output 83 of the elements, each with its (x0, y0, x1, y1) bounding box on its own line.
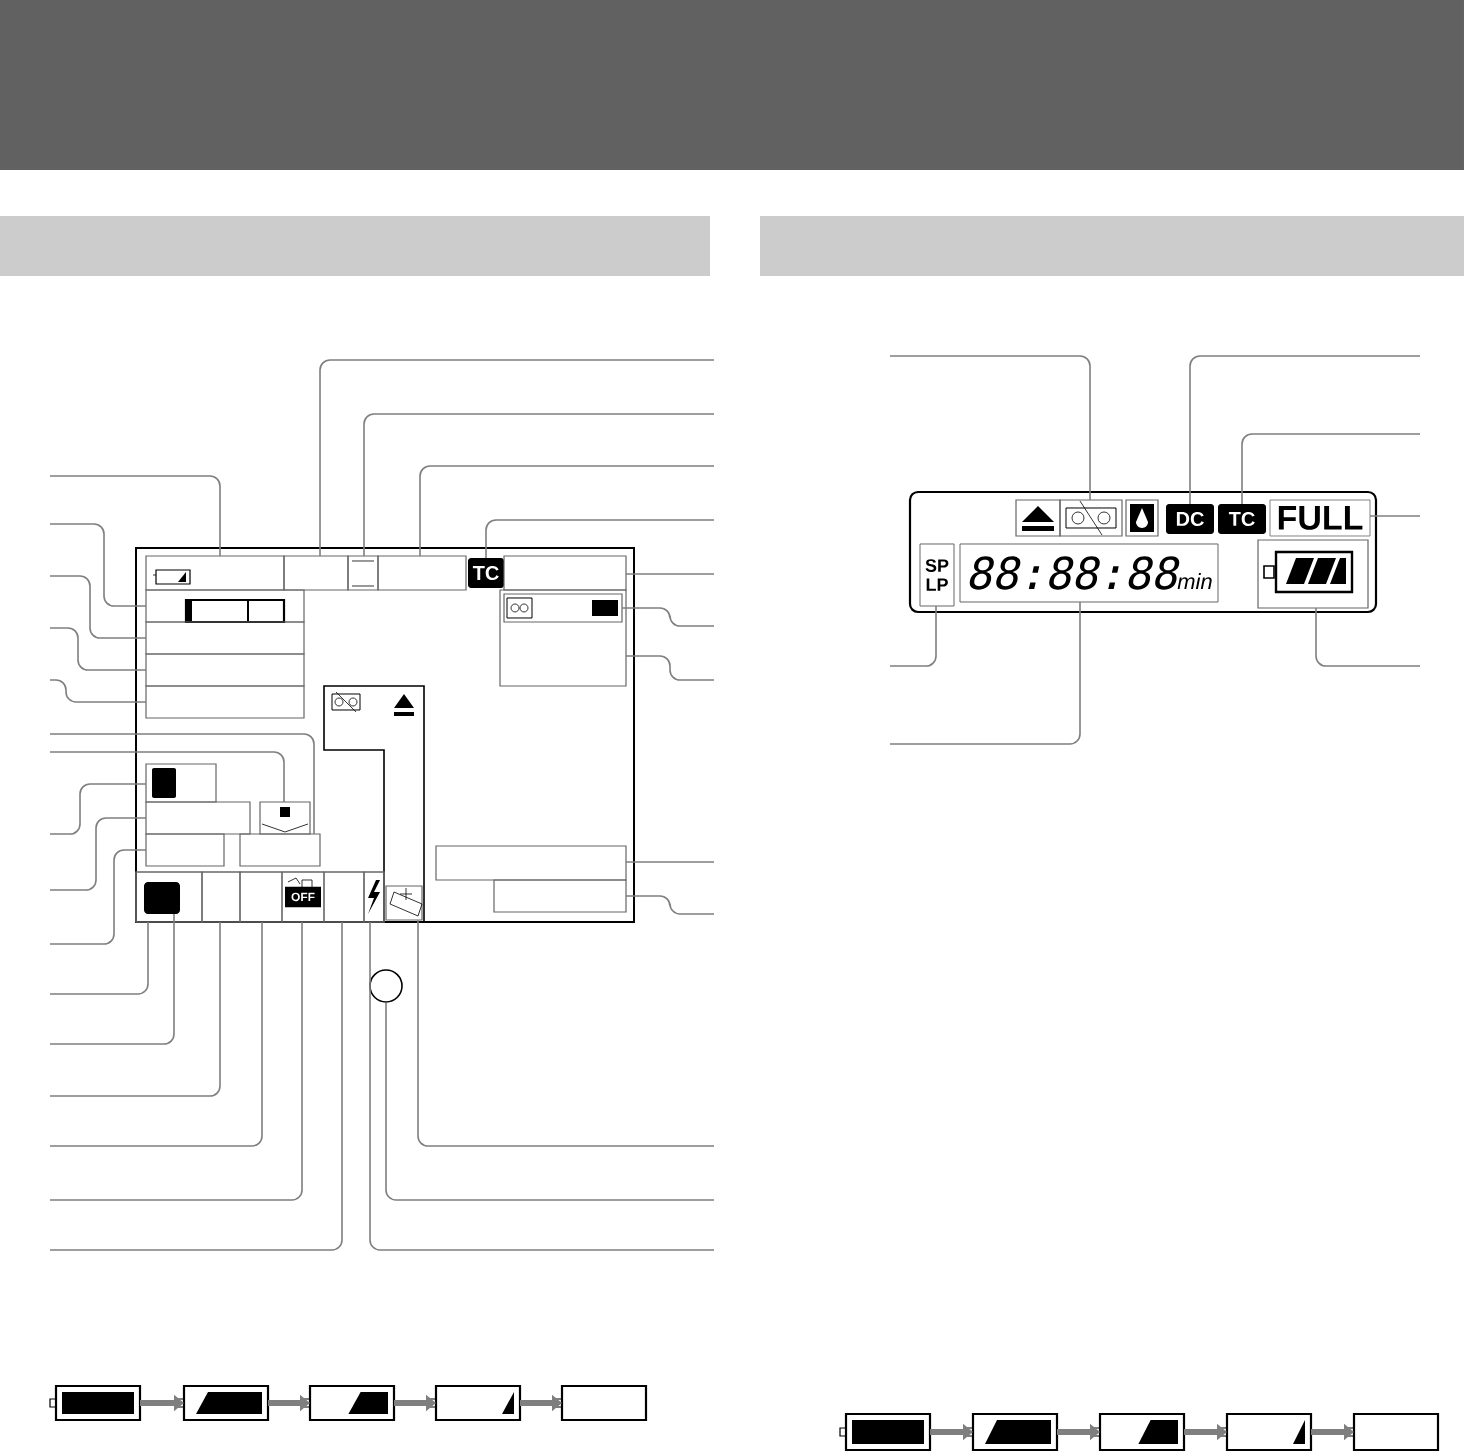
tape-counter-box (503, 593, 623, 623)
indicator-cell (145, 555, 285, 591)
time-counter: 88:88:88min (959, 543, 1219, 603)
indicator-cell (503, 555, 627, 591)
leader-line (49, 679, 147, 703)
leader-line (49, 475, 221, 557)
battery-icon (303, 1384, 396, 1422)
leader-line (369, 921, 715, 1251)
battery-icon (1347, 1412, 1440, 1452)
leader-line (363, 413, 715, 557)
leader-line (625, 655, 715, 681)
leader-line (49, 921, 263, 1147)
indicator-cell (135, 871, 203, 923)
indicator-cell (1015, 499, 1061, 537)
indicator-cell (499, 589, 627, 687)
leader-line (49, 523, 147, 607)
indicator-cell (201, 871, 241, 923)
indicator-cell (145, 801, 251, 835)
leader-line (625, 573, 715, 575)
leader-line (889, 601, 1081, 745)
leader-line (49, 913, 175, 1045)
leader-line (1189, 355, 1421, 505)
indicator-cell (377, 555, 467, 591)
leader-line (49, 627, 147, 671)
indicator-cell (145, 653, 305, 687)
indicator-text: SP LP (919, 543, 955, 607)
leader-line (625, 861, 715, 863)
indicator-square (144, 882, 180, 914)
indicator-cell (145, 621, 305, 655)
battery-icon (839, 1412, 932, 1452)
leader-line (889, 605, 937, 667)
leader-line (485, 519, 715, 559)
leader-line (417, 919, 715, 1147)
leader-line (419, 465, 715, 557)
indicator-text: TC (468, 558, 504, 588)
indicator-cell (239, 871, 283, 923)
leader-line (385, 1002, 715, 1201)
battery-icon (177, 1384, 270, 1422)
leader-line (49, 575, 147, 639)
battery-icon (429, 1384, 522, 1422)
indicator-cell (323, 871, 365, 923)
leader-line (49, 733, 315, 835)
indicator-text: FULL (1269, 499, 1371, 537)
indicator-cell (363, 871, 385, 923)
indicator-cell (145, 833, 225, 867)
indicator-text: TC (1218, 504, 1266, 534)
indicator-text: DC (1166, 504, 1214, 534)
leader-line (49, 921, 149, 995)
indicator-cell (493, 879, 627, 913)
leader-line (1241, 433, 1421, 505)
leader-line (625, 895, 715, 915)
indicator-cell (145, 763, 217, 803)
indicator-cell (1257, 539, 1369, 609)
battery-icon (1220, 1412, 1313, 1452)
battery-icon (1093, 1412, 1186, 1452)
leader-line (621, 607, 715, 627)
leader-line (49, 817, 147, 891)
leader-line (49, 783, 147, 835)
indicator-cell (435, 845, 627, 881)
indicator-cell (145, 589, 305, 624)
indicator-cell (1059, 499, 1123, 537)
leader-line (889, 355, 1091, 501)
indicator-circle (369, 969, 403, 1003)
battery-icon (555, 1384, 648, 1422)
leader-line (1369, 515, 1421, 517)
battery-icon (49, 1384, 142, 1422)
leader-line (49, 751, 285, 803)
leader-line (49, 921, 343, 1251)
indicator-cell (385, 885, 423, 921)
battery-icon (966, 1412, 1059, 1452)
indicator-cell (145, 685, 305, 719)
indicator-cell (239, 833, 321, 867)
indicator-cell (1125, 499, 1159, 537)
indicator-cell (347, 555, 379, 591)
leader-line (49, 921, 303, 1201)
indicator-cell (283, 555, 349, 591)
leader-line (49, 849, 147, 945)
indicator-cell (259, 801, 311, 835)
leader-line (1315, 607, 1421, 667)
leader-line (49, 921, 221, 1097)
leader-line (319, 359, 715, 557)
warning-panel (323, 685, 425, 923)
display-frame (908, 490, 1378, 614)
